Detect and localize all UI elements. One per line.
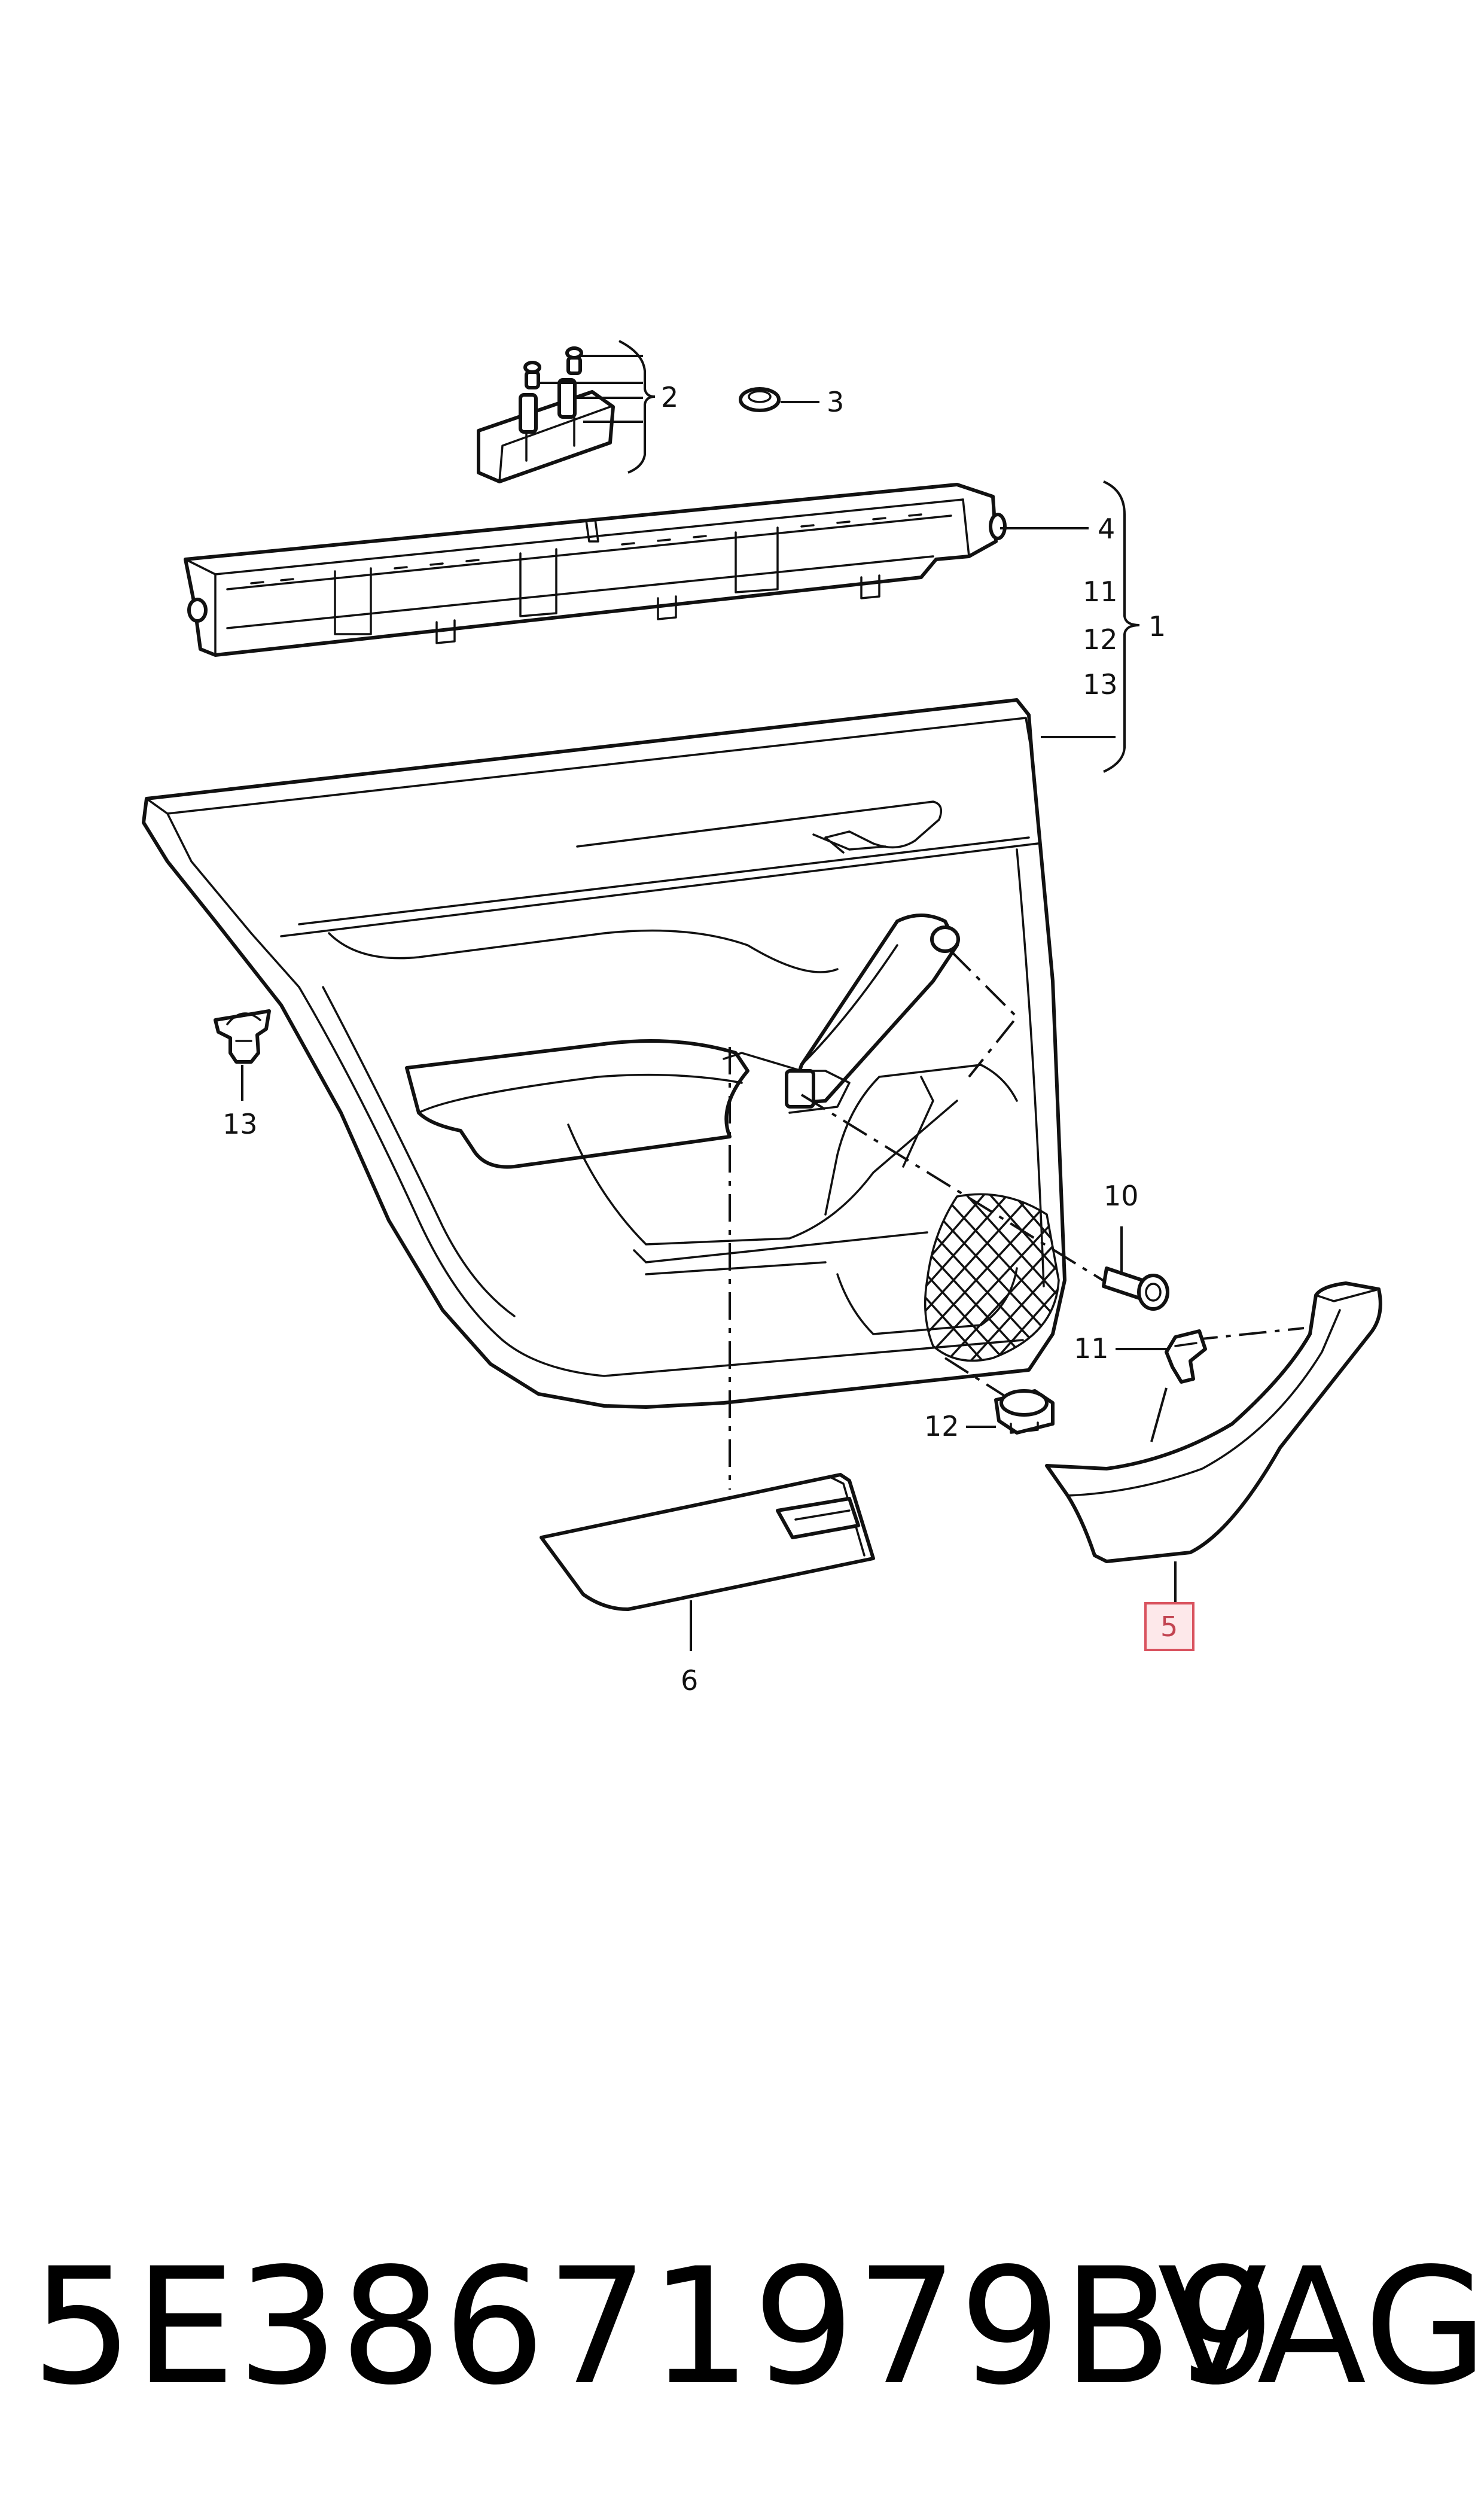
callout-5-highlight[interactable] (1144, 1602, 1194, 1651)
exploded-parts-diagram: 2 3 4 11 12 13 1 (142, 340, 1382, 1697)
part-3-grommet[interactable] (739, 387, 781, 412)
brace-part-1 (1103, 480, 1140, 773)
callout-11: 11 (1074, 1332, 1109, 1365)
part-13-clip[interactable] (214, 1009, 271, 1064)
callout-3: 3 (827, 386, 844, 418)
callout-13-group: 13 (1083, 668, 1118, 701)
callout-12: 12 (924, 1410, 959, 1442)
callout-10: 10 (1104, 1180, 1139, 1212)
callout-11-group: 11 (1083, 576, 1118, 608)
part-2-leaders (538, 340, 656, 474)
part-4-carrier-rail[interactable] (184, 483, 1007, 657)
part-10-screw[interactable] (1102, 1266, 1169, 1311)
callout-6: 6 (681, 1664, 698, 1697)
part-6-switch-trim[interactable] (540, 1473, 875, 1611)
callout-4: 4 (1098, 513, 1115, 545)
part-5-trim-strip[interactable] (1045, 1281, 1382, 1563)
callout-5: 5 (1160, 1610, 1178, 1643)
part-11-clip[interactable] (1165, 1329, 1207, 1384)
callout-1: 1 (1148, 610, 1166, 643)
callout-12-group: 12 (1083, 623, 1118, 656)
callout-2: 2 (661, 381, 678, 413)
callout-13: 13 (223, 1108, 258, 1140)
part-2-bracket[interactable] (477, 346, 615, 483)
part-12-nut[interactable] (994, 1389, 1055, 1435)
footer: 5E38671979B9 VAG (0, 2237, 1484, 2417)
brand-label: VAG (1157, 2234, 1484, 2420)
part-number: 5E38671979B9 (31, 2234, 1277, 2420)
part-1-door-trim-panel[interactable] (142, 698, 1066, 1409)
assembly-lines (729, 950, 1305, 1490)
